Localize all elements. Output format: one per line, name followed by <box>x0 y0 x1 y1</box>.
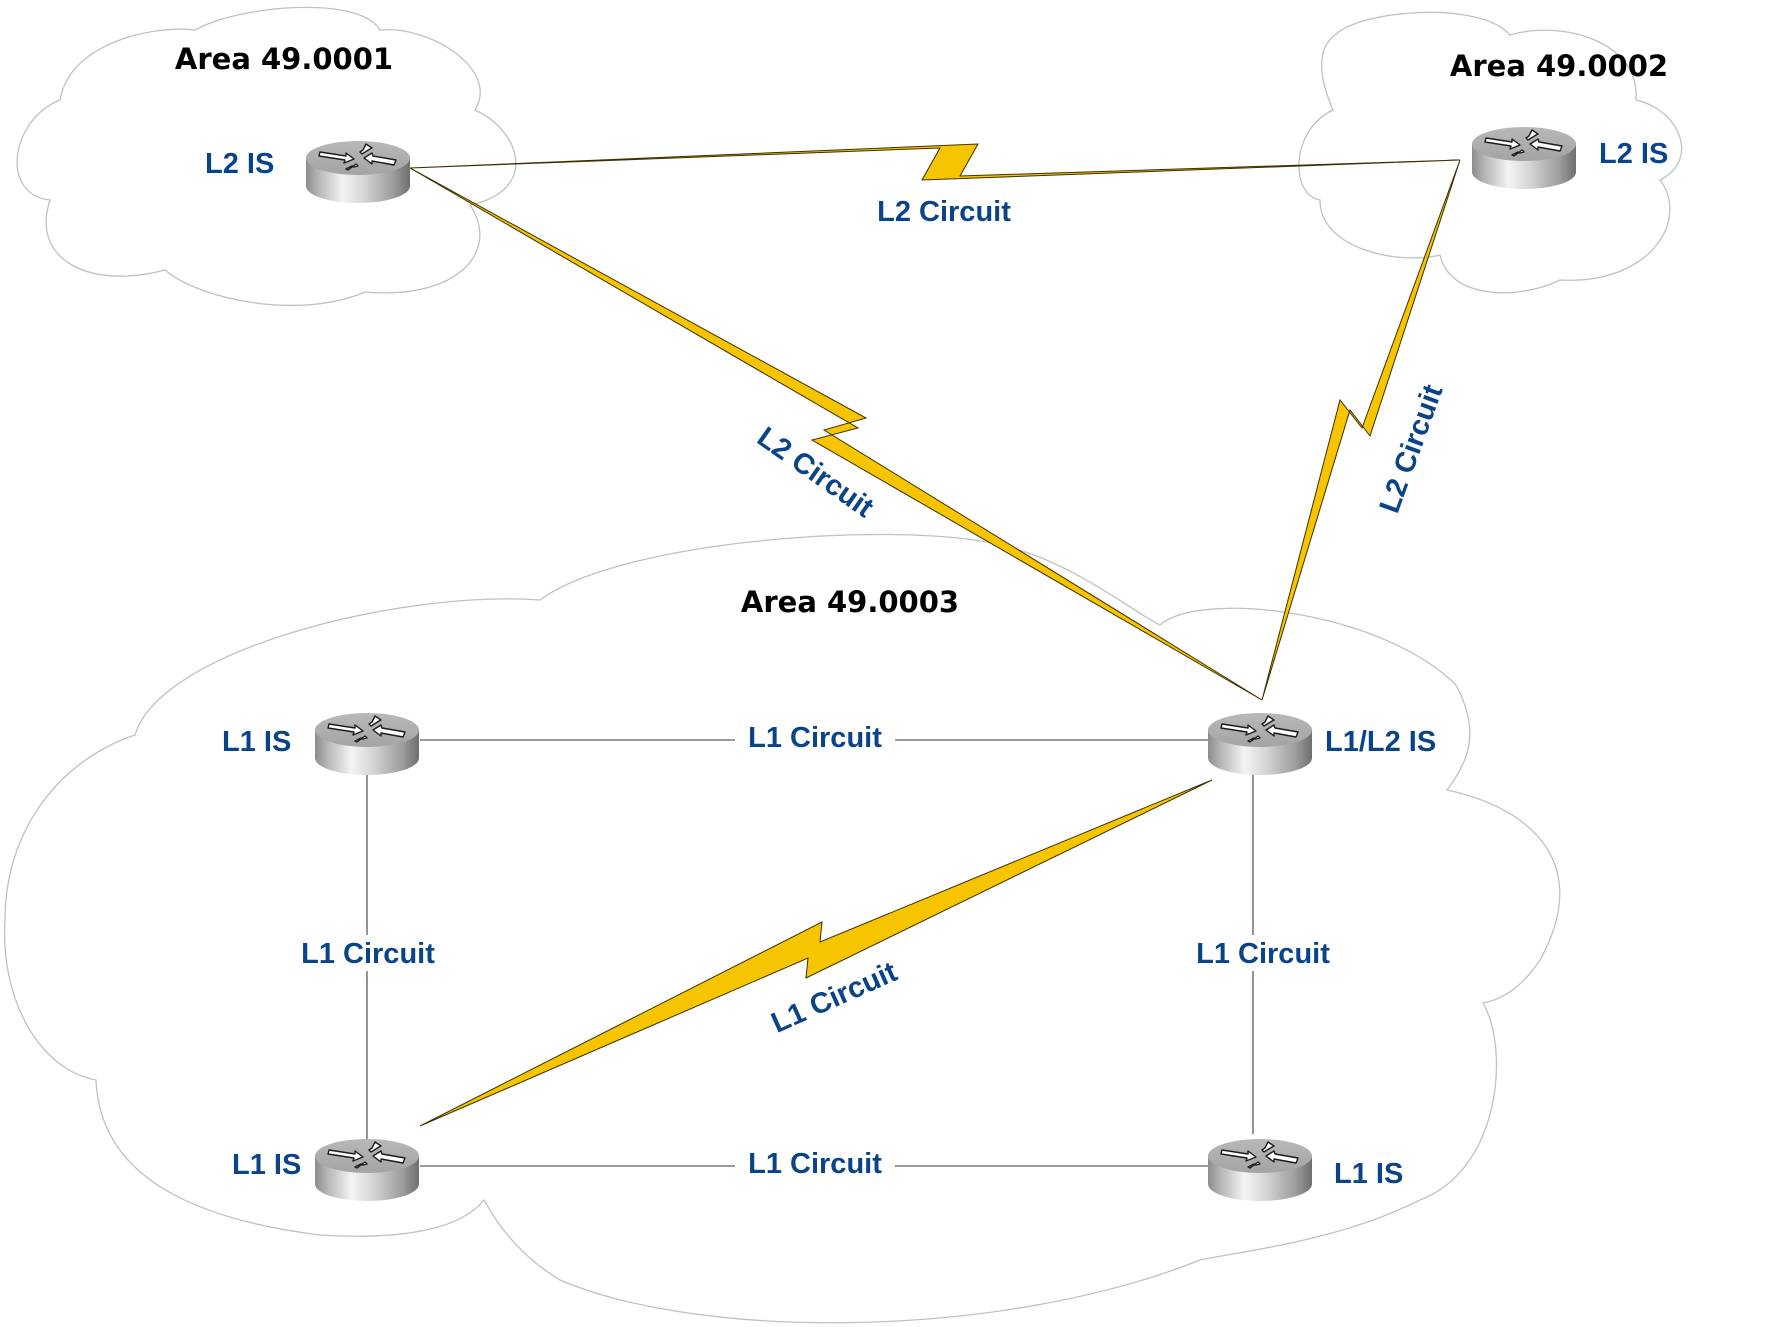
area-title-49-0001: Area 49.0001 <box>175 42 393 76</box>
area-title-49-0003: Area 49.0003 <box>741 585 959 619</box>
router-area2-l2[interactable] <box>1471 126 1577 190</box>
link-label-l1-top: L1 Circuit <box>748 722 882 754</box>
router-label-area1: L2 IS <box>205 148 274 180</box>
router-area1-l2[interactable] <box>305 140 411 204</box>
router-icon <box>305 140 411 204</box>
router-icon <box>1207 712 1313 776</box>
link-label-l2-diag-right: L2 Circuit <box>1374 380 1450 517</box>
router-area3-l1-top-left[interactable] <box>314 712 420 776</box>
router-label-l1l2: L1/L2 IS <box>1325 726 1436 758</box>
area-49-0003-cloud <box>3 533 1561 1324</box>
router-icon <box>1471 126 1577 190</box>
router-area3-l1-bottom-right[interactable] <box>1207 1138 1313 1202</box>
area-title-49-0002: Area 49.0002 <box>1450 49 1668 83</box>
router-label-area2: L2 IS <box>1599 138 1668 170</box>
link-l2-area2-l1l2-bolt <box>1261 159 1461 701</box>
link-label-l1-left: L1 Circuit <box>301 938 435 970</box>
router-icon <box>314 1138 420 1202</box>
router-area3-l1l2[interactable] <box>1207 712 1313 776</box>
router-label-tl: L1 IS <box>222 726 291 758</box>
router-icon <box>314 712 420 776</box>
router-area3-l1-bottom-left[interactable] <box>314 1138 420 1202</box>
router-label-br: L1 IS <box>1334 1158 1403 1190</box>
link-label-l1-bottom: L1 Circuit <box>748 1148 882 1180</box>
link-label-l1-right: L1 Circuit <box>1196 938 1330 970</box>
area-49-0001-cloud <box>16 6 517 307</box>
link-l1-bl-l1l2-bolt <box>419 779 1213 1127</box>
link-label-l2-diag-left: L2 Circuit <box>751 421 879 524</box>
link-label-l2-top: L2 Circuit <box>877 196 1011 228</box>
router-icon <box>1207 1138 1313 1202</box>
router-label-bl: L1 IS <box>232 1149 301 1181</box>
